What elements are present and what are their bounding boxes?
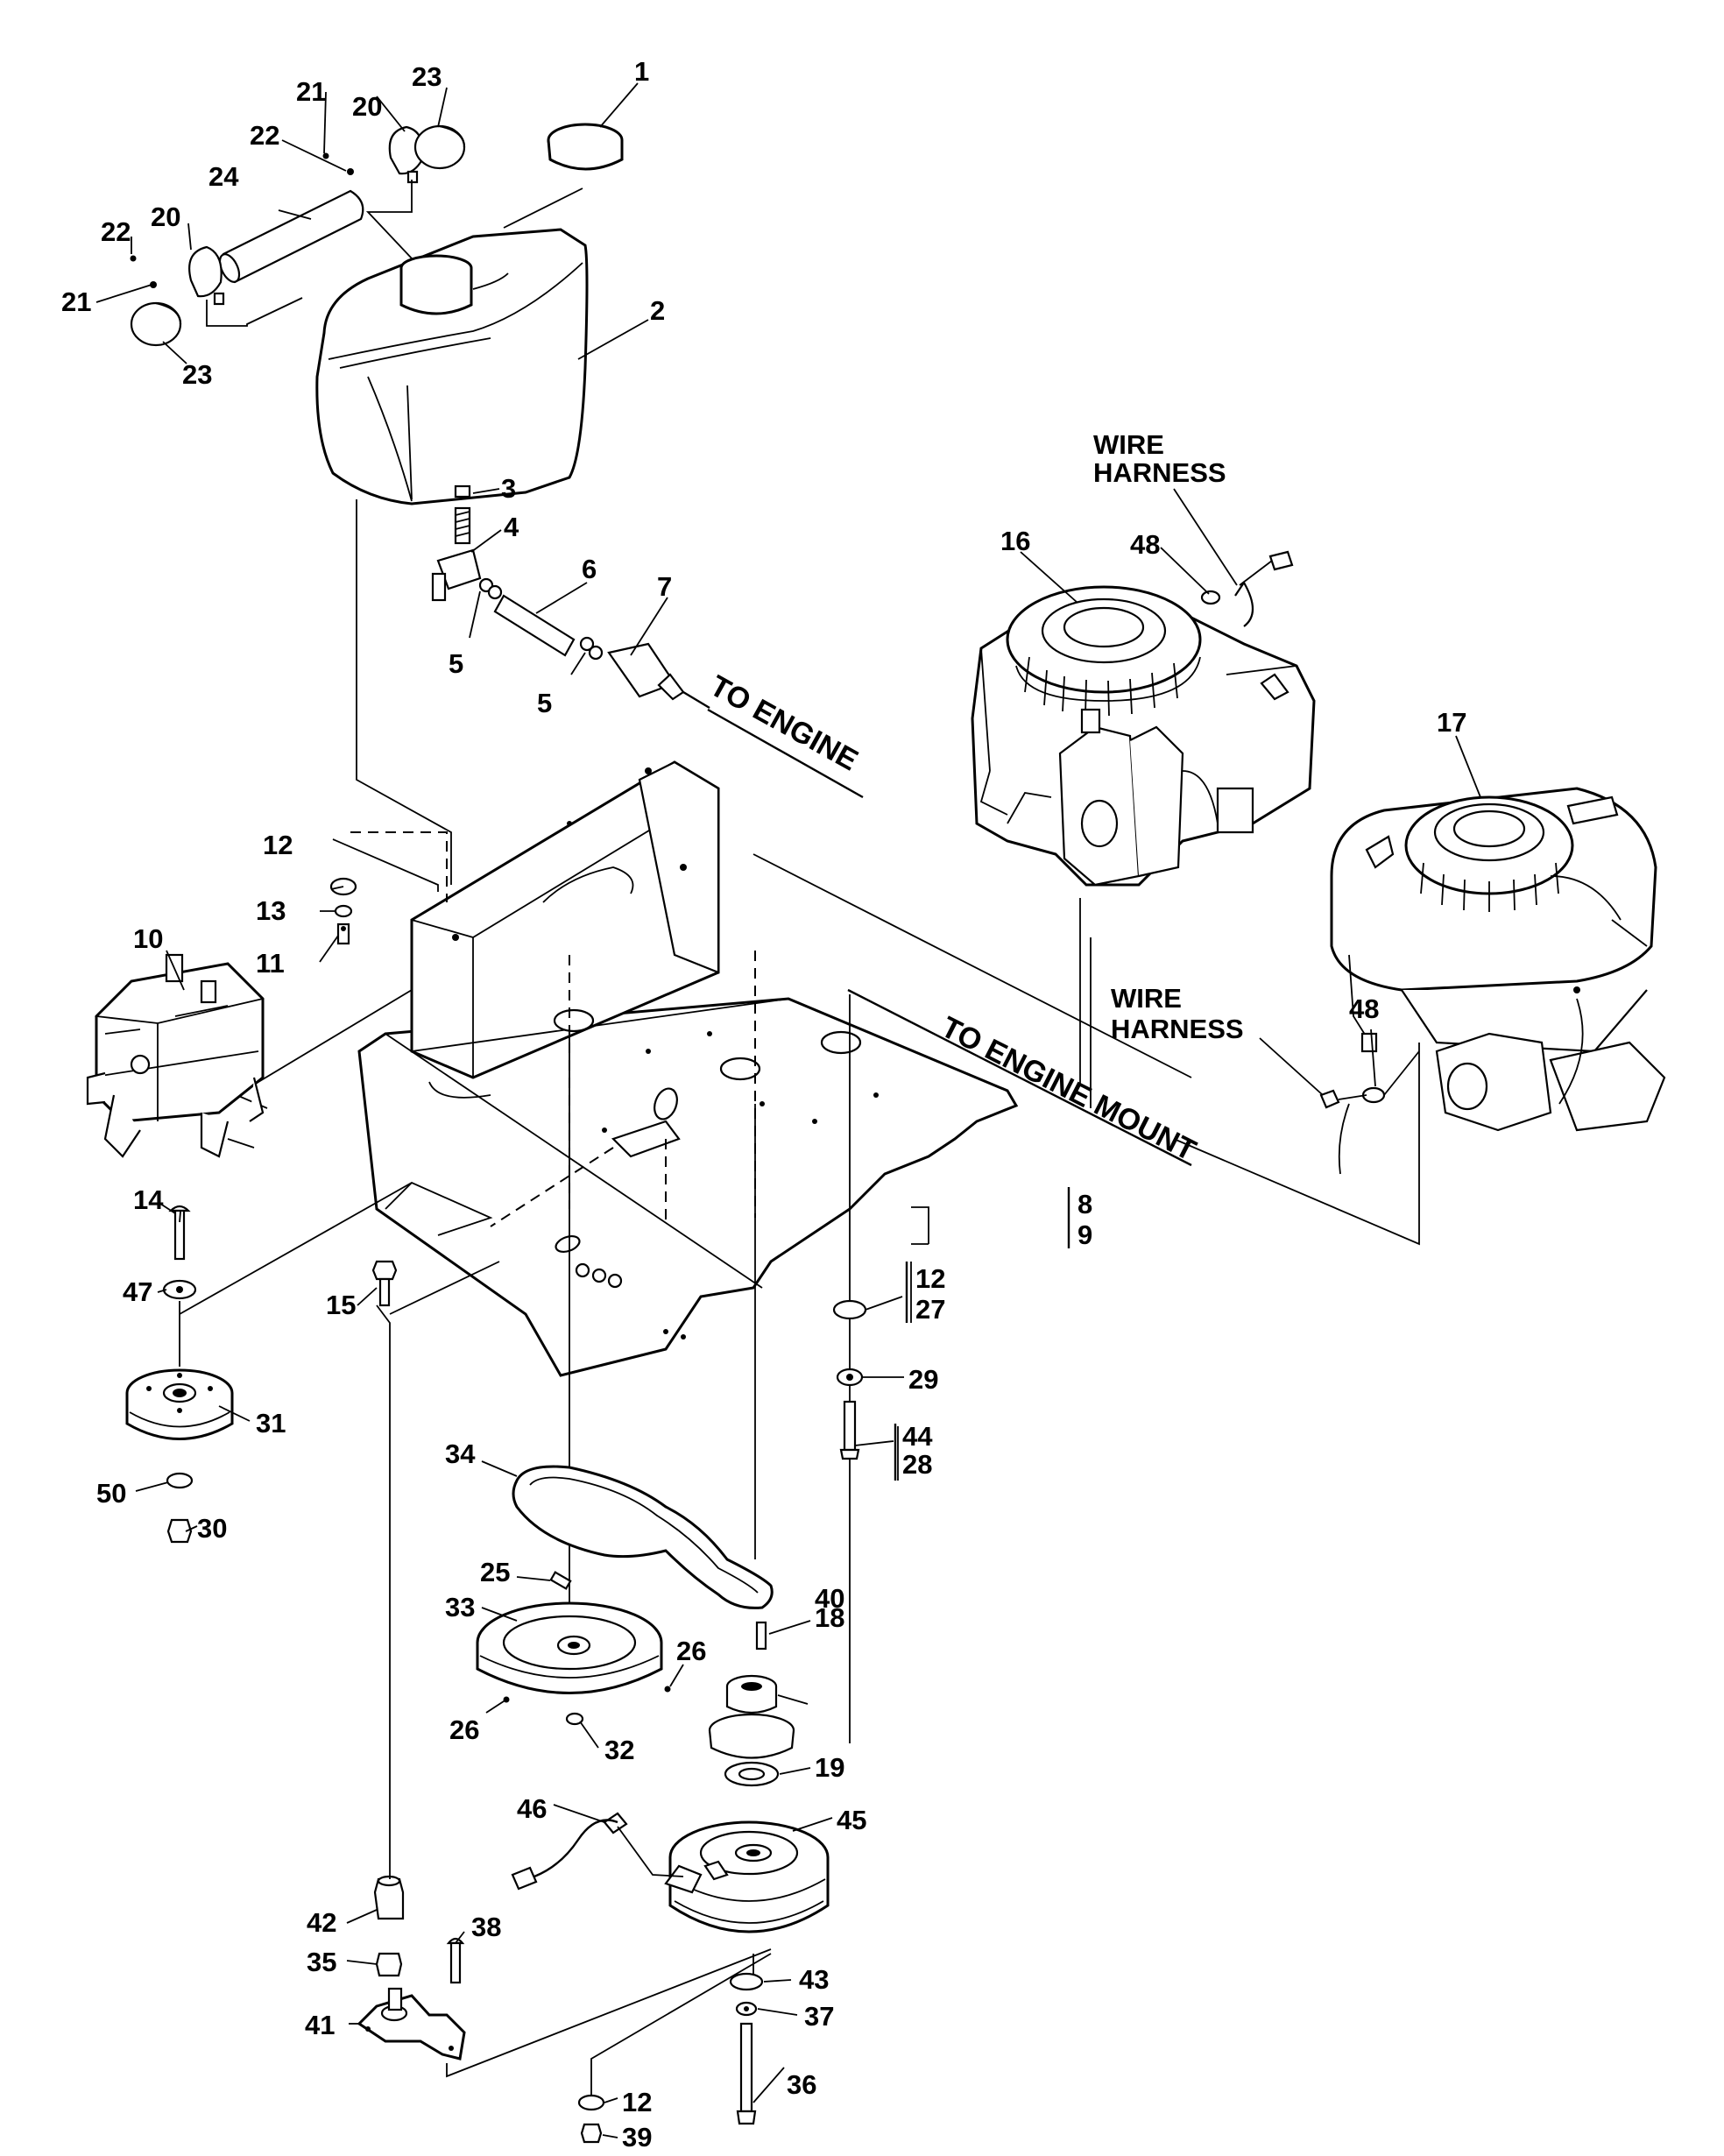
callout-21b: 21 [61,286,91,317]
callout-20a: 20 [352,91,382,122]
callout-1: 1 [634,56,649,87]
callout-5b: 5 [537,688,552,718]
callout-48a: 48 [1130,529,1160,560]
callout-3: 3 [501,473,516,504]
callout-30: 30 [197,1513,227,1544]
callout-13: 13 [256,895,286,926]
callout-8: 8 [1078,1189,1092,1219]
spacer-stack [708,1621,795,1787]
callout-19: 19 [815,1752,844,1783]
wire-harness-b-line1: WIRE [1111,983,1182,1014]
bolt-15 [371,1260,398,1307]
callout-2: 2 [650,295,665,326]
engine-deck-plate [357,760,1019,1377]
engine-17 [1330,787,1666,1132]
gearbox [86,953,265,1158]
drive-belt [512,1465,774,1609]
wire-harness-a-line2: HARNESS [1093,457,1226,488]
wire-harness-a-line1: WIRE [1093,429,1164,460]
callout-25: 25 [480,1557,510,1587]
callout-48b: 48 [1349,993,1379,1024]
callout-9: 9 [1078,1219,1092,1250]
callout-39: 39 [622,2122,652,2152]
callout-40: 40 [815,1583,844,1614]
callout-45: 45 [837,1805,866,1835]
wire-harness-a-fasteners [1200,550,1294,627]
callout-17: 17 [1437,707,1466,738]
callout-37: 37 [804,2001,834,2032]
callout-7: 7 [657,571,672,602]
callout-46: 46 [517,1793,547,1824]
fuel-line [431,484,710,710]
leader-lines [95,82,1481,2138]
callout-43: 43 [799,1964,829,1995]
callout-6: 6 [582,554,597,584]
wire-harness-note-b: WIRE HARNESS [1111,983,1244,1044]
callout-31: 31 [256,1408,286,1439]
callout-12c: 12 [622,2087,652,2117]
callout-34: 34 [445,1439,476,1469]
callout-32: 32 [604,1735,634,1765]
callout-42: 42 [307,1907,336,1938]
wire-harness-b-fasteners [1319,1050,1420,1175]
idler-pulley-stack [125,1205,234,1544]
fuel-tank [315,228,589,505]
callout-22b: 22 [101,216,131,247]
callout-labels: 1 2 3 4 5 5 6 7 8 9 10 11 12 12 12 13 14… [61,56,1466,2152]
callout-29: 29 [908,1364,938,1395]
callout-10: 10 [133,923,163,954]
fuel-hose-vent [130,124,583,347]
callout-23b: 23 [182,359,212,390]
electric-clutch [664,1820,830,1933]
callout-12a: 12 [263,830,293,860]
callout-26b: 26 [449,1714,479,1745]
wire-harness-note-a: WIRE HARNESS [1093,429,1238,586]
callout-38: 38 [471,1912,501,1942]
callout-33: 33 [445,1592,475,1622]
callout-11: 11 [256,948,285,979]
callout-50: 50 [96,1478,126,1509]
callout-20b: 20 [151,201,180,232]
wire-harness-b-line2: HARNESS [1111,1014,1244,1044]
callout-24: 24 [208,161,239,192]
callout-5a: 5 [449,648,463,679]
callout-41: 41 [305,2010,335,2040]
clutch-harness [511,1812,684,1891]
callout-21a: 21 [296,76,326,107]
drive-pulley [476,1571,671,1726]
callout-14: 14 [133,1184,164,1215]
callout-26a: 26 [676,1636,706,1666]
callout-27: 27 [915,1294,945,1325]
callout-35: 35 [307,1947,336,1977]
callout-22a: 22 [250,120,279,151]
to-engine-note: TO ENGINE [704,669,863,778]
engine-16 [971,585,1316,887]
callout-15: 15 [326,1290,356,1320]
deck-fastener-stack [832,1299,867,1460]
callout-36: 36 [787,2069,816,2100]
clutch-bracket-stack [357,1875,605,2144]
callout-12b: 12 [915,1263,945,1294]
callout-16: 16 [1000,526,1030,556]
callout-47: 47 [123,1276,152,1307]
callout-4: 4 [504,512,519,542]
callout-44: 44 [902,1421,933,1452]
clutch-bolt-stack [729,1972,764,2125]
callout-23a: 23 [412,61,442,92]
callout-28: 28 [902,1449,932,1480]
callout-18: 18 [815,1602,844,1633]
fuel-cap [547,123,624,171]
